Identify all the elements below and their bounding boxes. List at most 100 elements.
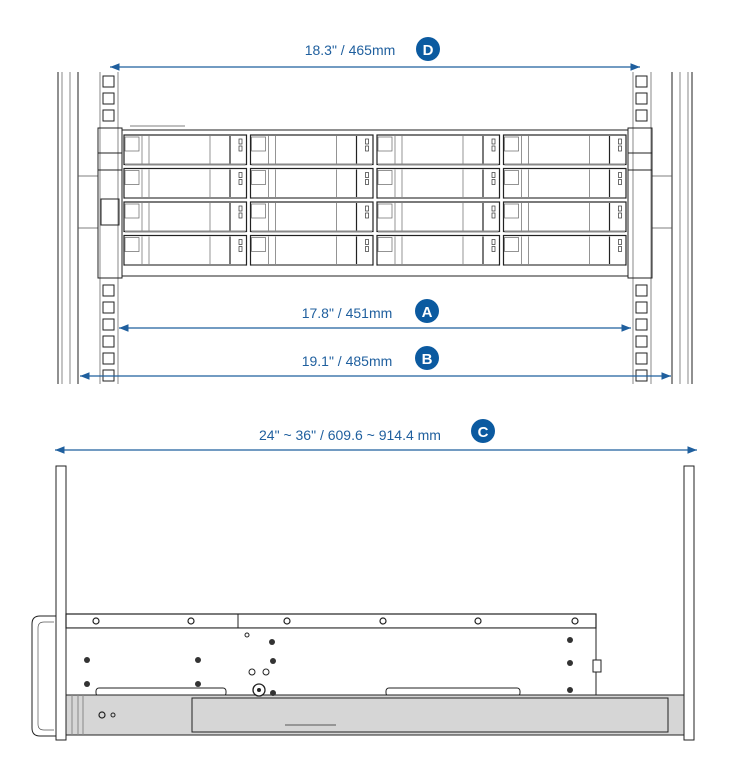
drive-led [238, 246, 243, 252]
rack-square-hole [102, 284, 115, 297]
rack-square-hole [635, 318, 648, 331]
rack-square-hole [635, 352, 648, 365]
screw [270, 690, 276, 696]
drive-bay [249, 234, 374, 266]
badge-b-icon [415, 346, 439, 370]
drive-led [618, 239, 622, 245]
dimension-b-label: 19.1" / 485mm [302, 353, 393, 369]
badge-c: C [478, 424, 489, 441]
drive-bay [502, 234, 627, 266]
drive-led [491, 212, 496, 219]
badge-c-icon [471, 419, 495, 443]
drive-led [365, 172, 369, 178]
drive-led [491, 239, 496, 245]
drive-led [618, 145, 622, 152]
screw-hole [187, 617, 195, 625]
dimension-a: 17.8" / 451mm A [119, 299, 631, 332]
screw-hole [92, 617, 100, 625]
drive-bay [249, 167, 374, 199]
rack-square-hole [102, 301, 115, 314]
dimension-d-label: 18.3" / 465mm [305, 42, 396, 58]
screw-hole [571, 617, 579, 625]
rack-square-hole [635, 92, 648, 105]
rack-post-front-side [55, 465, 67, 741]
rear-knob [592, 659, 602, 673]
screw [270, 658, 276, 664]
drive-led [365, 205, 369, 212]
screw [84, 657, 90, 663]
screw [567, 637, 573, 643]
drive-led [238, 172, 243, 178]
rack-square-hole [102, 318, 115, 331]
drive-bay [249, 134, 374, 166]
screw-hole [244, 632, 250, 638]
screw [269, 639, 275, 645]
screw [195, 681, 201, 687]
drive-led [618, 212, 622, 219]
rack-square-hole [635, 75, 648, 88]
badge-a-icon [415, 299, 439, 323]
drive-led [365, 138, 369, 145]
drive-led [238, 179, 243, 185]
screw-hole [262, 668, 270, 676]
rack-square-hole [102, 92, 115, 105]
dimension-c-label: 24" ~ 36" / 609.6 ~ 914.4 mm [259, 427, 441, 443]
screw-hole [379, 617, 387, 625]
rack-post-left [57, 72, 119, 384]
screw [567, 660, 573, 666]
dimension-a-label: 17.8" / 451mm [302, 305, 393, 321]
nas-chassis-front [97, 125, 653, 279]
screw-hole [474, 617, 482, 625]
dimension-c: 24" ~ 36" / 609.6 ~ 914.4 mm C [54, 419, 697, 454]
drive-led [618, 205, 622, 212]
drive-led [365, 212, 369, 219]
drive-led [365, 246, 369, 252]
drive-bay [249, 201, 374, 233]
rack-square-hole [635, 109, 648, 122]
screw [84, 681, 90, 687]
screw-hole [248, 668, 256, 676]
rack-square-hole [102, 75, 115, 88]
left-rack-ear [97, 127, 123, 279]
drive-led [491, 138, 496, 145]
drive-bay [376, 134, 501, 166]
drive-led [491, 179, 496, 185]
right-rack-ear [627, 127, 653, 279]
drive-bay [502, 167, 627, 199]
rack-post-rear-side [683, 465, 695, 741]
drive-led [238, 212, 243, 219]
rack-square-hole [635, 301, 648, 314]
drive-bay [123, 234, 248, 266]
screw-hole [283, 617, 291, 625]
drive-led [238, 239, 243, 245]
rack-square-hole [635, 284, 648, 297]
drive-led [618, 179, 622, 185]
drive-bay [376, 167, 501, 199]
drive-led [618, 246, 622, 252]
drive-bay [502, 134, 627, 166]
rack-square-hole [635, 335, 648, 348]
nas-chassis-side [31, 465, 695, 741]
screw [567, 687, 573, 693]
badge-d-icon [416, 37, 440, 61]
drive-bay [502, 201, 627, 233]
drive-bay [123, 167, 248, 199]
drive-led [491, 205, 496, 212]
drive-led [365, 179, 369, 185]
drive-led [365, 239, 369, 245]
rack-square-hole [102, 109, 115, 122]
badge-d: D [423, 42, 434, 59]
rack-square-hole [102, 352, 115, 365]
rack-post-right [632, 72, 693, 384]
dimension-d: 18.3" / 465mm D [110, 37, 640, 71]
drive-bay [123, 201, 248, 233]
badge-a: A [422, 304, 433, 321]
screw [195, 657, 201, 663]
drive-bay [376, 234, 501, 266]
drive-led [618, 172, 622, 178]
drive-led [238, 205, 243, 212]
drive-led [365, 145, 369, 152]
drive-led [238, 138, 243, 145]
drive-led [491, 246, 496, 252]
drive-led [491, 172, 496, 178]
